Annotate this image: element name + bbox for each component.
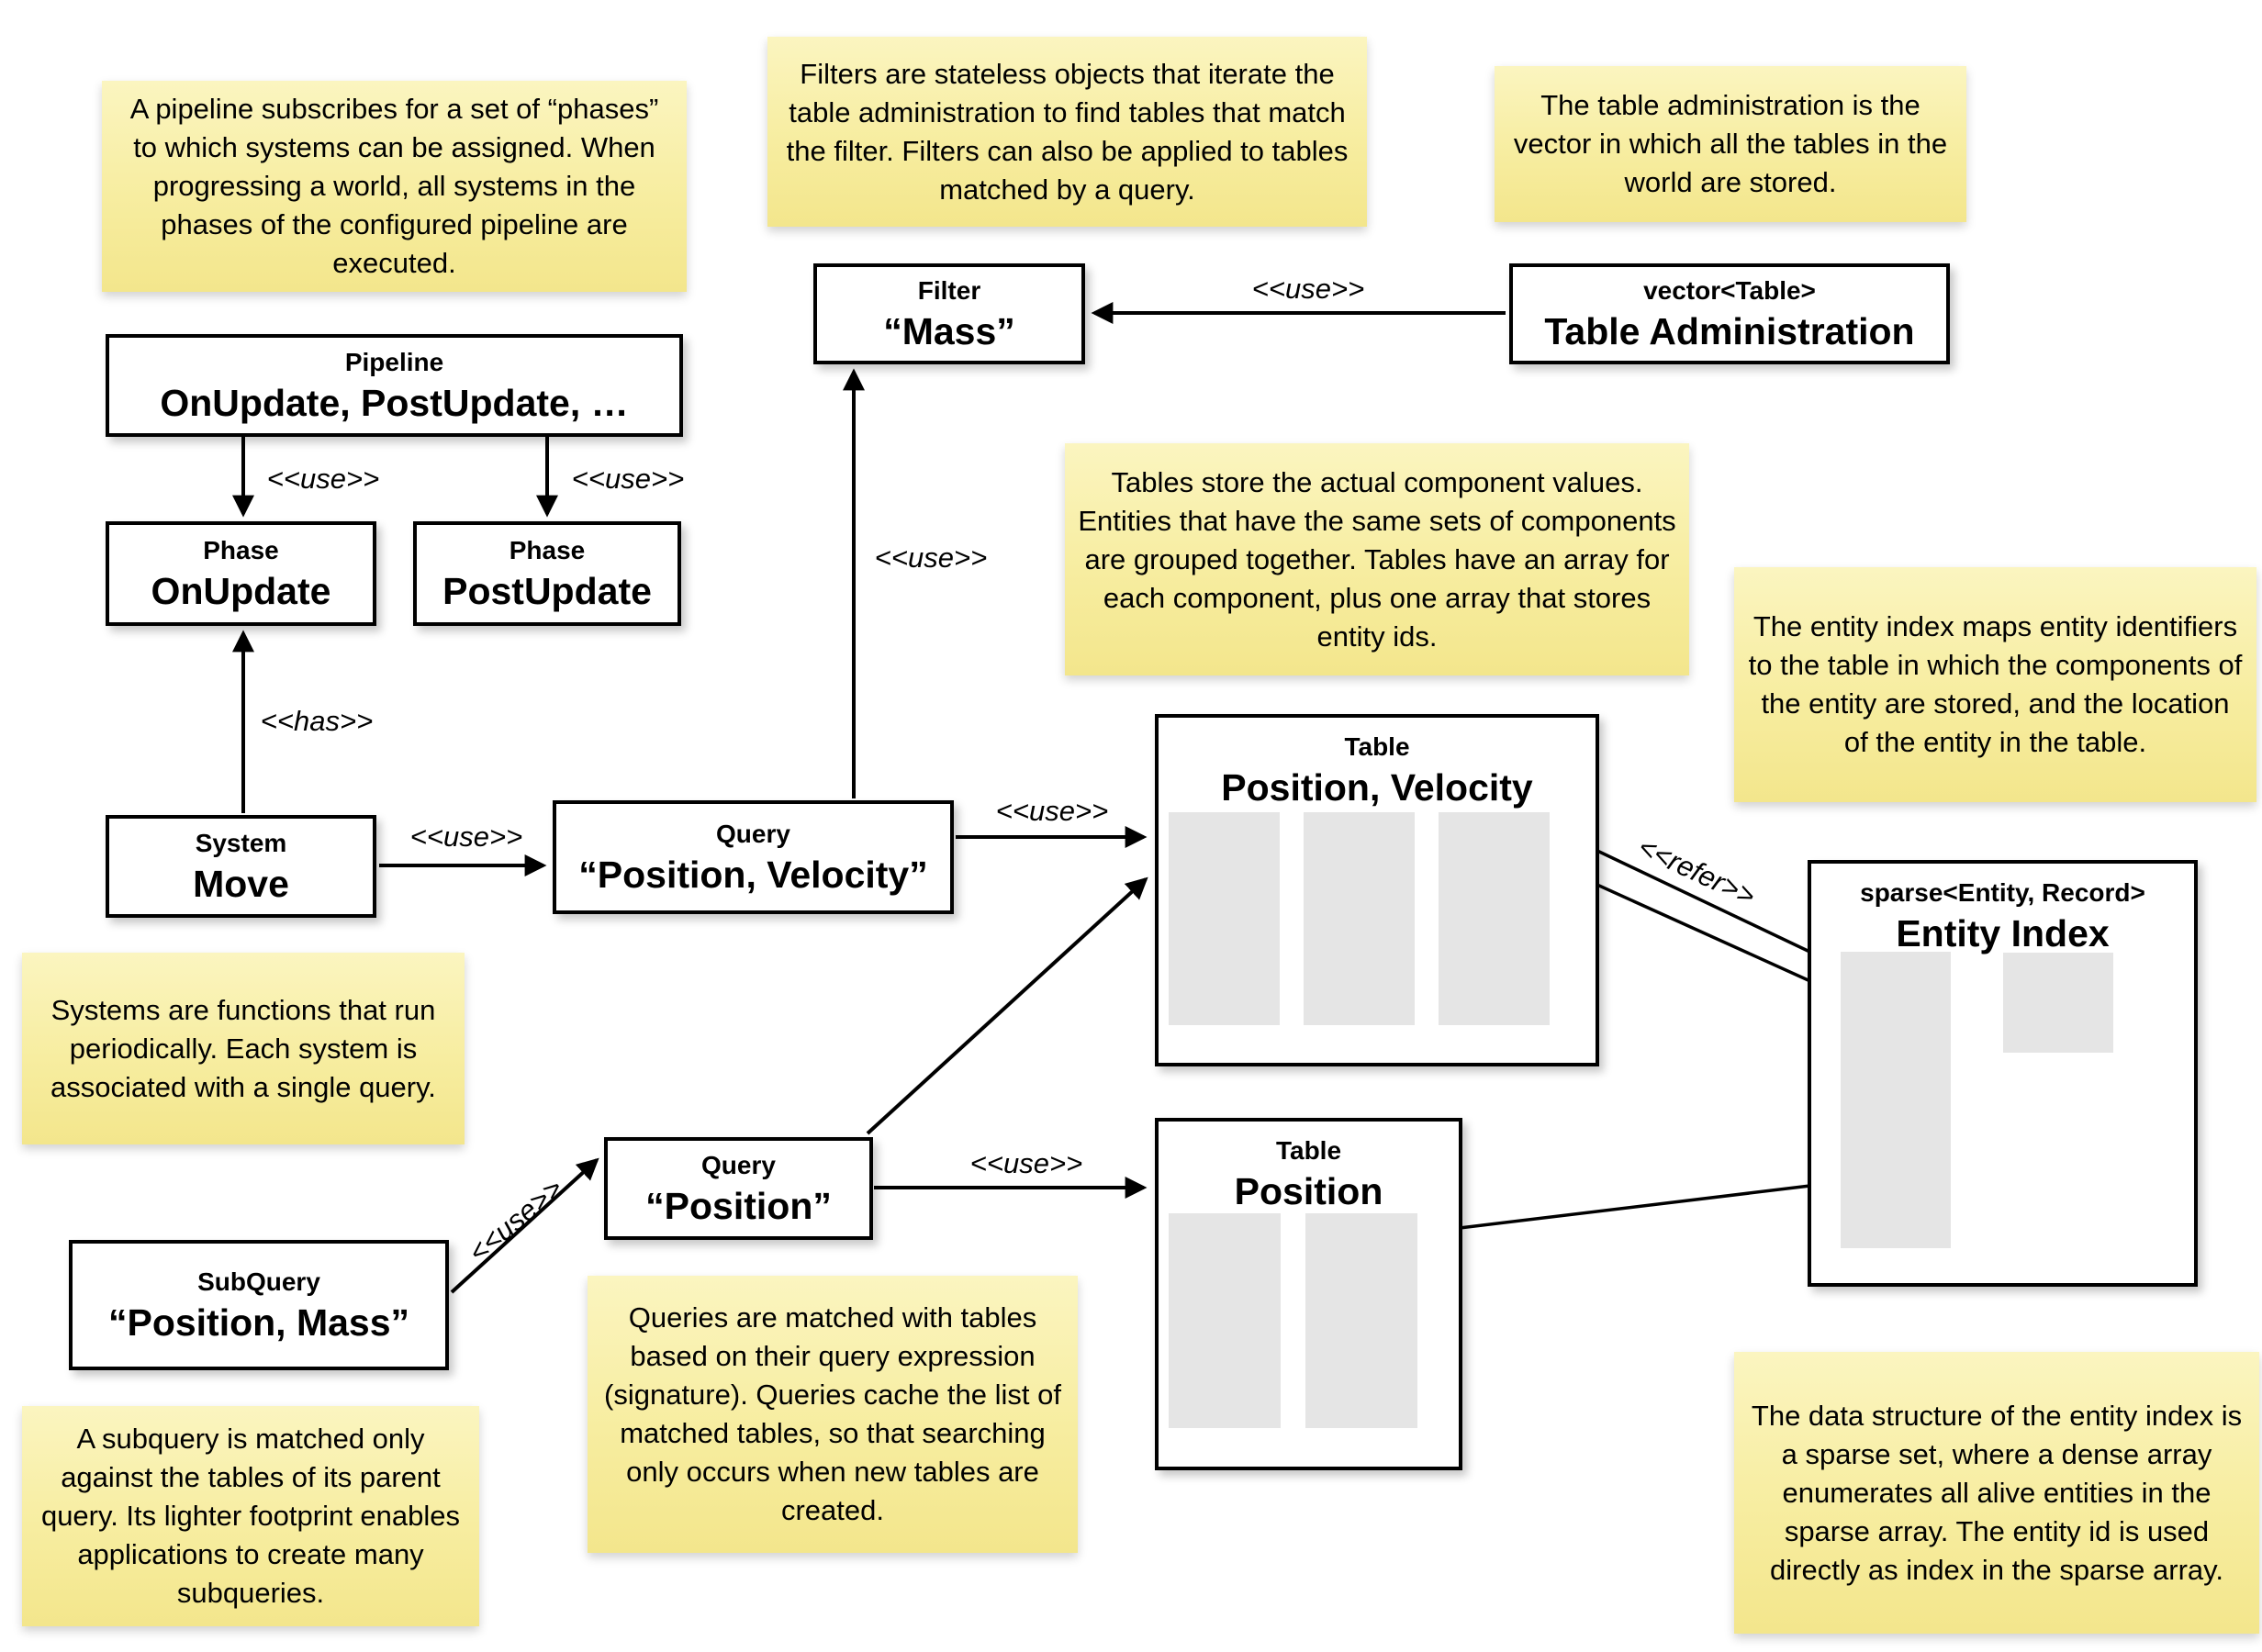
label-use-query-filter: <<use>>	[874, 541, 988, 574]
sparse-array	[1841, 952, 1951, 1248]
node-table-position-velocity-value: Position, Velocity	[1221, 766, 1533, 809]
label-has-system-phase: <<has>>	[260, 705, 374, 737]
node-phase-postupdate-title: Phase	[509, 535, 586, 564]
node-table-administration-value: Table Administration	[1544, 309, 1915, 352]
node-query-position-velocity-value: “Position, Velocity”	[578, 853, 928, 896]
label-use-pipeline-postupdate: <<use>>	[571, 463, 685, 495]
note-filters: Filters are stateless objects that itera…	[767, 37, 1367, 227]
label-use-tableadmin-filter: <<use>>	[1251, 273, 1365, 305]
node-table-administration-title: vector<Table>	[1643, 275, 1816, 305]
node-phase-onupdate: Phase OnUpdate	[106, 521, 376, 626]
node-entity-index-title: sparse<Entity, Record>	[1860, 878, 2145, 907]
node-query-position: Query “Position”	[604, 1137, 873, 1240]
node-entity-index: sparse<Entity, Record> Entity Index	[1808, 860, 2198, 1287]
arrow-entityindex-refer-tablepv-1	[1558, 832, 1842, 968]
node-table-position: Table Position	[1155, 1118, 1462, 1470]
node-query-position-title: Query	[701, 1150, 776, 1179]
node-system-move-title: System	[195, 828, 287, 857]
note-tables: Tables store the actual component values…	[1065, 443, 1689, 675]
note-table-administration: The table administration is the vector i…	[1495, 66, 1966, 222]
node-pipeline-value: OnUpdate, PostUpdate, …	[160, 381, 629, 424]
node-phase-onupdate-title: Phase	[203, 535, 279, 564]
component-array-3	[1439, 812, 1550, 1025]
node-pipeline: Pipeline OnUpdate, PostUpdate, …	[106, 334, 683, 437]
note-subquery: A subquery is matched only against the t…	[22, 1406, 479, 1626]
node-query-position-value: “Position”	[645, 1184, 832, 1227]
node-table-position-value: Position	[1234, 1170, 1383, 1212]
node-filter-mass-value: “Mass”	[883, 309, 1015, 352]
component-array-1	[1169, 812, 1280, 1025]
node-system-move-value: Move	[193, 862, 289, 905]
node-subquery-value: “Position, Mass”	[107, 1300, 410, 1344]
node-table-position-velocity: Table Position, Velocity	[1155, 714, 1599, 1066]
component-array-1	[1169, 1213, 1281, 1428]
arrow-querypos-to-tablepv	[866, 876, 1148, 1135]
node-table-position-velocity-title: Table	[1344, 732, 1410, 761]
node-phase-postupdate: Phase PostUpdate	[413, 521, 681, 626]
node-subquery-title: SubQuery	[197, 1267, 320, 1296]
arrow-entityindex-refer-tablepv-2	[1558, 865, 1842, 997]
node-pipeline-title: Pipeline	[344, 347, 444, 376]
node-system-move: System Move	[106, 815, 376, 918]
arrow-entityindex-to-tablepos	[1433, 1180, 1842, 1239]
node-phase-onupdate-value: OnUpdate	[151, 569, 331, 612]
component-array-2	[1305, 1213, 1417, 1428]
node-phase-postupdate-value: PostUpdate	[442, 569, 652, 612]
node-filter-mass-title: Filter	[917, 275, 981, 305]
label-use-pipeline-onupdate: <<use>>	[266, 463, 380, 495]
dense-array	[2003, 953, 2113, 1053]
node-filter-mass: Filter “Mass”	[813, 263, 1085, 364]
node-table-position-title: Table	[1275, 1136, 1342, 1165]
label-use-querypv-tablepv: <<use>>	[995, 795, 1109, 827]
note-entity-index: The entity index maps entity identifiers…	[1734, 567, 2256, 802]
note-sparse-set: The data structure of the entity index i…	[1734, 1352, 2259, 1634]
note-systems: Systems are functions that run periodica…	[22, 953, 465, 1144]
node-subquery: SubQuery “Position, Mass”	[69, 1240, 449, 1370]
node-table-administration: vector<Table> Table Administration	[1509, 263, 1950, 364]
note-queries: Queries are matched with tables based on…	[588, 1276, 1078, 1553]
label-use-system-query: <<use>>	[409, 820, 523, 853]
label-use-querypos-tablepos: <<use>>	[969, 1147, 1083, 1179]
note-pipeline: A pipeline subscribes for a set of “phas…	[102, 81, 687, 292]
node-query-position-velocity: Query “Position, Velocity”	[553, 800, 954, 914]
arrow-subquery-use-querypos	[450, 1157, 599, 1294]
node-entity-index-value: Entity Index	[1896, 912, 2110, 954]
node-query-position-velocity-title: Query	[716, 819, 790, 848]
component-array-2	[1304, 812, 1415, 1025]
